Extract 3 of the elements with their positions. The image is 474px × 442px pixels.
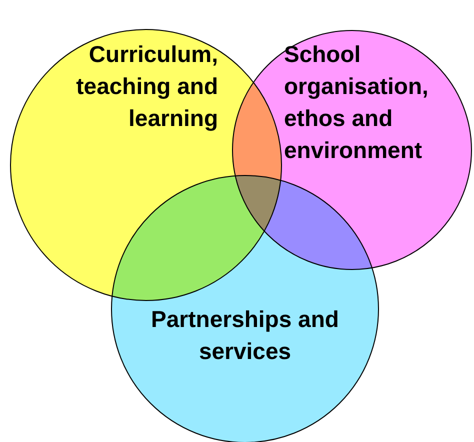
circle-label: Curriculum, teaching and learning <box>75 40 218 133</box>
circle-label: Partnerships and services <box>150 305 340 366</box>
circle-label: School organisation, ethos and environment <box>284 40 430 165</box>
